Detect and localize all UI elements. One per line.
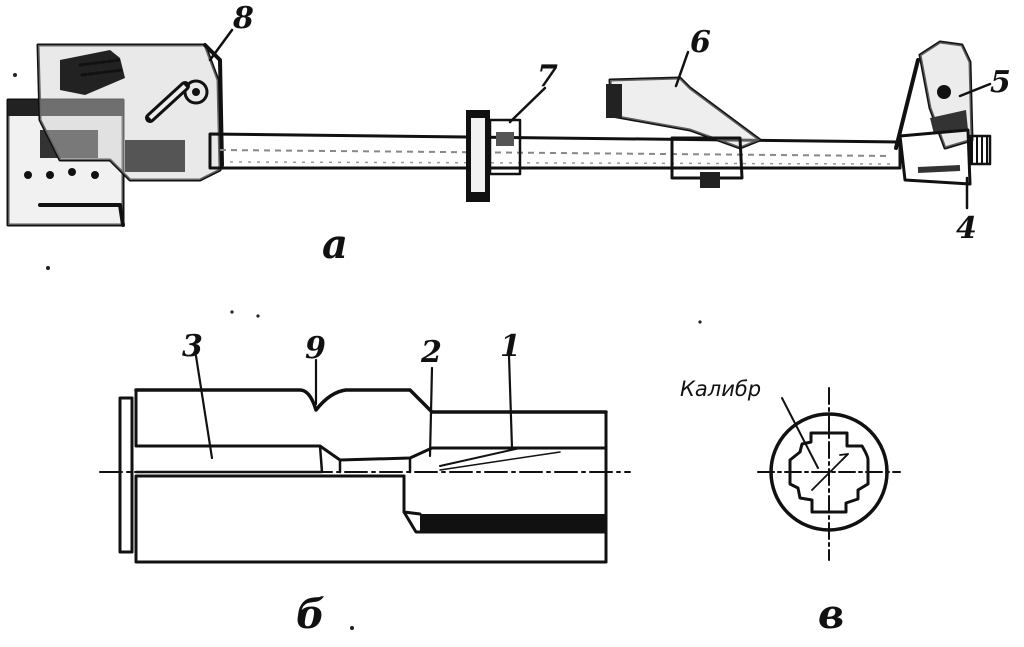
- receiver-fragment: [6, 98, 125, 227]
- barrel-tube: [208, 132, 902, 170]
- muzzle-thread: [968, 134, 992, 166]
- label-3: 3: [182, 329, 203, 364]
- rear-sight-block: [36, 43, 224, 182]
- label-7: 7: [537, 59, 558, 94]
- leader-6: [674, 50, 690, 88]
- rifled-bore: [788, 431, 870, 514]
- caliber-label: Калибр: [680, 377, 761, 401]
- label-1: 1: [500, 329, 521, 364]
- leader-5: [958, 82, 992, 98]
- caption-c: в: [818, 591, 844, 638]
- label-9: 9: [305, 331, 326, 366]
- caption-b: б: [296, 591, 325, 638]
- chamber-section-view: 3 9 2 1 б: [99, 329, 631, 638]
- label-5: 5: [990, 65, 1011, 100]
- barrel-clamp: [466, 110, 522, 202]
- caption-a: a: [322, 221, 348, 268]
- gas-block: [606, 76, 762, 188]
- barrel-assembly-view: 8 7 6 5 4 a: [6, 1, 1011, 268]
- rifling-section-view: Калибр в: [680, 377, 901, 638]
- label-6: 6: [690, 25, 711, 60]
- label-4: 4: [956, 211, 977, 246]
- barrel-ring: [769, 412, 889, 532]
- label-2: 2: [420, 335, 442, 370]
- front-sight: [894, 40, 974, 186]
- label-8: 8: [232, 1, 254, 36]
- leader-7: [508, 86, 547, 124]
- print-specks: [13, 73, 702, 630]
- leader-8: [208, 28, 234, 62]
